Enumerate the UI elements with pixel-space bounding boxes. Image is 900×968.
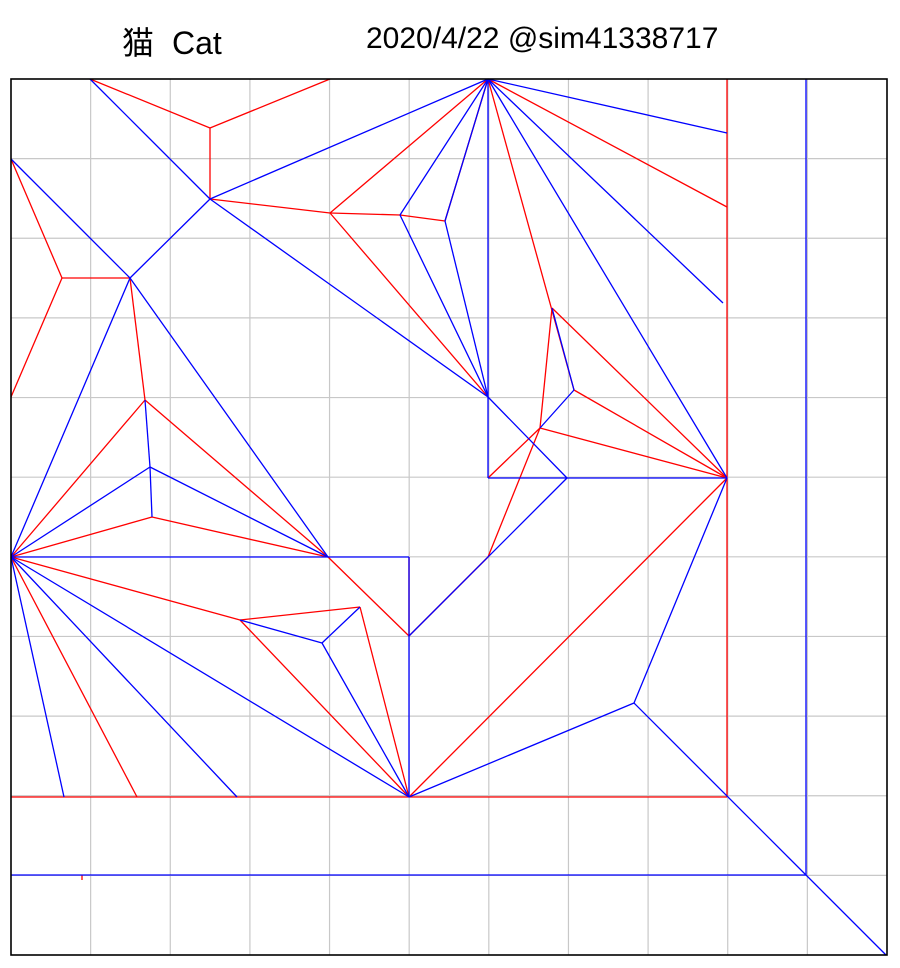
valley-fold-line xyxy=(399,214,489,398)
valley-fold-line xyxy=(10,277,131,558)
mountain-fold-line xyxy=(359,606,410,798)
mountain-fold-line xyxy=(539,307,553,429)
author-label: @sim41338717 xyxy=(507,22,719,55)
valley-fold-line xyxy=(239,619,323,644)
mountain-fold-line xyxy=(487,78,728,208)
valley-fold-line xyxy=(209,198,489,398)
mountain-fold-line xyxy=(144,399,329,558)
mountain-fold-line xyxy=(539,427,728,479)
paper-border xyxy=(10,78,888,956)
mountain-fold-line xyxy=(10,556,138,798)
mountain-fold-line xyxy=(329,78,489,214)
page-title: 猫 Cat xyxy=(122,18,222,64)
mountain-folds xyxy=(10,78,728,880)
valley-fold-line xyxy=(10,556,410,798)
valley-fold-line xyxy=(539,389,575,429)
valley-fold-line xyxy=(487,78,728,134)
mountain-fold-line xyxy=(10,556,241,621)
valley-fold-line xyxy=(633,702,807,876)
mountain-fold-line xyxy=(89,78,211,129)
mountain-fold-line xyxy=(239,606,361,621)
title-english: Cat xyxy=(172,25,222,61)
valley-fold-line xyxy=(487,396,568,479)
mountain-fold-line xyxy=(408,477,728,798)
valley-fold-line xyxy=(487,78,728,479)
valley-fold-line xyxy=(10,556,65,798)
mountain-fold-line xyxy=(399,214,446,222)
mountain-fold-line xyxy=(487,427,541,479)
valley-fold-line xyxy=(209,78,489,200)
mountain-fold-line xyxy=(151,516,329,558)
valley-fold-line xyxy=(321,606,361,644)
valley-fold-line xyxy=(10,556,238,798)
mountain-fold-line xyxy=(327,556,410,637)
valley-fold-line xyxy=(444,220,489,398)
mountain-fold-line xyxy=(10,158,63,279)
valley-fold-line xyxy=(89,78,211,200)
mountain-fold-line xyxy=(10,516,153,558)
mountain-fold-line xyxy=(551,307,728,479)
valley-fold-line xyxy=(408,702,635,798)
valley-fold-line xyxy=(487,78,724,304)
mountain-fold-line xyxy=(129,277,146,401)
subtitle: 2020/4/22 @sim41338717 xyxy=(366,22,718,56)
valley-fold-line xyxy=(805,874,887,956)
mountain-fold-line xyxy=(10,399,146,558)
valley-fold-line xyxy=(10,466,151,558)
valley-fold-line xyxy=(149,466,153,518)
valley-fold-line xyxy=(129,198,211,279)
mountain-fold-line xyxy=(573,389,728,479)
mountain-fold-line xyxy=(329,212,401,216)
valley-fold-line xyxy=(129,277,329,558)
mountain-fold-line xyxy=(239,619,410,798)
valley-fold-line xyxy=(444,78,489,222)
grid-lines xyxy=(11,79,887,955)
valley-fold-line xyxy=(399,78,489,216)
valley-fold-line xyxy=(633,477,728,704)
mountain-fold-line xyxy=(329,212,489,398)
valley-fold-line xyxy=(551,307,575,391)
mountain-fold-line xyxy=(10,277,63,398)
date-label: 2020/4/22 xyxy=(366,22,500,55)
mountain-fold-line xyxy=(209,78,331,129)
valley-fold-line xyxy=(10,158,131,279)
header: 猫 Cat 2020/4/22 @sim41338717 xyxy=(0,0,900,80)
valley-folds xyxy=(10,78,887,956)
valley-fold-line xyxy=(408,477,568,637)
valley-fold-line xyxy=(149,466,329,558)
valley-fold-line xyxy=(144,399,151,468)
title-japanese: 猫 xyxy=(122,24,155,62)
valley-fold-line xyxy=(321,642,410,798)
mountain-fold-line xyxy=(487,427,541,558)
mountain-fold-line xyxy=(209,198,331,214)
